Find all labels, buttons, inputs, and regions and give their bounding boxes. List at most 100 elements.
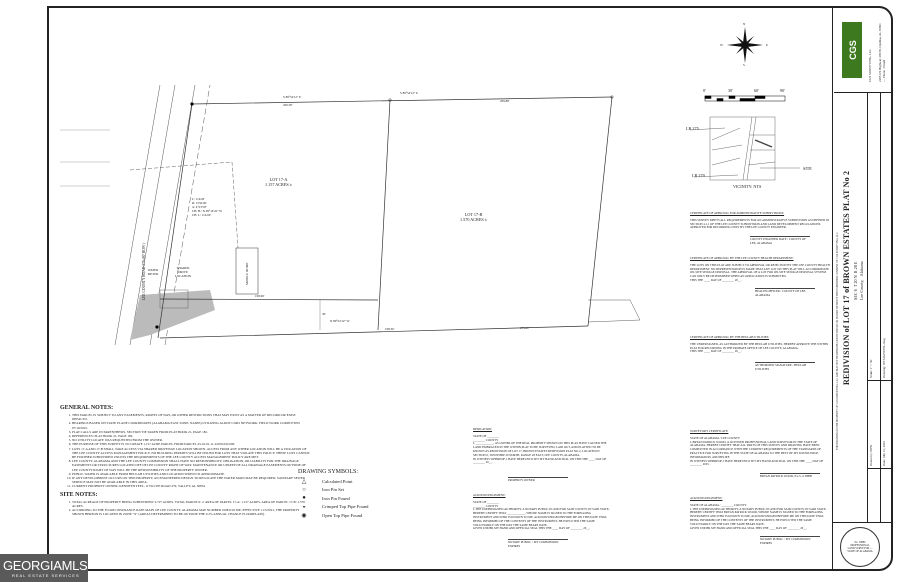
range: R 28 E [853, 261, 858, 274]
cert-title: SURVEYOR'S CERTIFICATE: [690, 429, 729, 433]
field-value: July 15, 2025 [882, 441, 886, 459]
curve-delta: Δ: 4°23'59" [192, 205, 207, 209]
note-item: The purpose of this survey is to create … [72, 442, 310, 446]
cert-date: This the ____ day of ________ 20__. [690, 349, 742, 354]
scale-tick: 30' [728, 88, 733, 93]
note-item: If any development occurs on this proper… [72, 476, 310, 484]
cert-county: ________ COUNTY [473, 503, 499, 508]
distance-label: 200.58' [283, 103, 293, 107]
svg-text:CGS: CGS [848, 40, 858, 60]
north-arrow-icon [727, 27, 763, 63]
lot-17b-label: LOT 17-B 1.570 ACRES ± [460, 212, 487, 222]
scale-tick: 0' [703, 88, 706, 93]
curve-data: L: 119.02' R: 1550.00' Δ: 4°23'59" CH. B… [192, 197, 222, 217]
scale: Scale: 1" = 50' [869, 359, 873, 378]
scale-bar [704, 95, 786, 102]
curve-radius: R: 1550.00' [192, 201, 207, 205]
disclaimer: THIS DRAWING IS THE PROPERTY OF CGS SURV… [836, 232, 839, 450]
symbols-heading: DRAWING SYMBOLS: [298, 469, 359, 475]
seal-text: No. 38880 PROFESSIONAL LAND SURVEYOR — S… [847, 541, 873, 553]
note-item: Lee County, Alabama and the Lee County C… [72, 459, 310, 472]
compass-n: N [743, 22, 746, 26]
note-item: Bearings based on state plane coordinate… [72, 421, 310, 429]
symbol-label: Crimped Top Pipe Found [322, 504, 369, 510]
cert-state: STATE OF ALABAMA / LEE COUNTY [690, 435, 741, 440]
lot-name: LOT 17-A [269, 177, 288, 182]
watermark-tagline: REAL ESTATE SERVICES [12, 573, 80, 578]
state: Alabama [859, 261, 864, 277]
lot-17a-label: LOT 17-A 1.157 ACRES ± [265, 177, 292, 187]
curve-chord-length: CH. L: 119.00' [192, 213, 211, 217]
shared-drive-label: SHARED DRIVE LOCATION [175, 266, 191, 278]
filled-circle-icon: ● [302, 495, 306, 502]
symbol-label: Calculated Point [322, 478, 353, 484]
field-value: BPW [869, 444, 873, 452]
cert-state: STATE OF ALABAMA / ________ COUNTY [690, 502, 747, 507]
distance-label: 198.69' [255, 294, 265, 298]
sheet-border [47, 6, 893, 571]
lr-275-label: LR 275 [686, 126, 699, 131]
note-item: Current property owner: Kenneth Teel, 11… [72, 484, 310, 488]
title-strip [832, 6, 894, 571]
setback-label: 30' [322, 312, 326, 316]
mobile-home-label: MOBILE HOME [245, 262, 249, 285]
field-value: 1" = 50' [869, 359, 873, 370]
cert-state: STATE OF ________ [473, 499, 500, 504]
west-line [157, 103, 193, 339]
general-notes-heading: GENERAL NOTES: [60, 405, 114, 411]
cert-given: Given under my hand and official seal th… [690, 525, 808, 530]
cert-body: The lots on this plat are subject to app… [690, 262, 830, 279]
plat-title: REDIVISION of LOT 17 of BROWN ESTATES PL… [842, 170, 851, 385]
site-note-item: Total acreage of property being subdivid… [72, 500, 310, 508]
title-location: SEC 6 T 20 N R 28 E [853, 262, 858, 300]
shared-drive-area [130, 290, 215, 340]
cert-state: STATE OF ________ [473, 433, 500, 438]
iron-pin-set-icon [388, 98, 392, 102]
field-label: Scale: [869, 370, 873, 378]
surveyor-certificate: SURVEYOR'S CERTIFICATE: STATE OF ALABAMA… [690, 429, 830, 479]
lot-area: 1.570 ACRES ± [460, 217, 488, 222]
cert-given: Given under my hand and official seal th… [473, 526, 591, 531]
note-item: Plat calls are in parenthesis. Section t… [72, 430, 310, 434]
iron-pin-set-icon [610, 95, 614, 99]
distance-label: 209.88' [500, 99, 510, 103]
section: SEC 6 [853, 289, 858, 300]
signature-line: BRYAN PATRICK WOOD, P.L.S. # 38880 [760, 473, 820, 479]
easement-line [129, 161, 239, 249]
iron-pin-found-icon [190, 102, 194, 106]
cert-body: This survey meets all requirements for a… [690, 217, 830, 230]
signature-line: HEALTH OFFICER / COUNTY OF LEE, ALABAMA [755, 287, 815, 298]
note-item: Public water is available from Beulah Ut… [72, 472, 310, 476]
hatched-circle-icon: ◉ [301, 512, 307, 519]
company-logo-block: CGS CGS SURVEYING, LLC 2285 US Highway 2… [834, 12, 892, 93]
compass-w: W [720, 43, 724, 47]
county: Lee County, [859, 279, 864, 300]
cert-date: This the ____ day of ________ 20__. [690, 277, 742, 282]
south-line [159, 325, 589, 339]
cert-witness: In witness whereof, I have hereunto set … [690, 458, 824, 467]
owner-acknowledgement: ACKNOWLEDGEMENT: STATE OF ________ _____… [473, 493, 611, 549]
iron-pin-found-icon [155, 325, 159, 329]
surveyor-acknowledgement: ACKNOWLEDGEMENT: STATE OF ALABAMA / ____… [690, 496, 830, 546]
triangle-icon: △ [301, 478, 307, 485]
vicinity-label: VICINITY: NTS [733, 184, 762, 189]
township: T 20 N [853, 275, 858, 288]
lot-divider [377, 99, 391, 331]
signature-line: NOTARY PUBLIC / MY COMMISSION EXPIRES [760, 536, 820, 546]
cert-body: I, ____________, as owner of the real pr… [473, 441, 607, 457]
field-value: 07152025TEEL.dwg [882, 338, 886, 366]
cert-title: ACKNOWLEDGEMENT: [473, 493, 506, 497]
surveyor-seal: No. 38880 PROFESSIONAL LAND SURVEYOR — S… [840, 527, 880, 567]
north-line [191, 96, 613, 105]
distance-label: 198.36' [385, 327, 395, 331]
cert-county: ________ COUNTY [473, 437, 499, 442]
cert-title: CERTIFICATE OF APPROVAL BY THE BEULAH UT… [690, 335, 770, 339]
curve-length: L: 119.02' [192, 197, 205, 201]
cert-body: I, the undersigned authority, a Notary P… [690, 506, 827, 526]
scale-tick: 60' [754, 88, 759, 93]
dedication-certificate: DEDICATION: STATE OF ________ ________ C… [473, 427, 611, 483]
half-circle-icon: ◒ [302, 503, 306, 510]
watermark-brand: GEORGIAMLS [3, 558, 88, 573]
site-label: SITE [803, 166, 812, 171]
